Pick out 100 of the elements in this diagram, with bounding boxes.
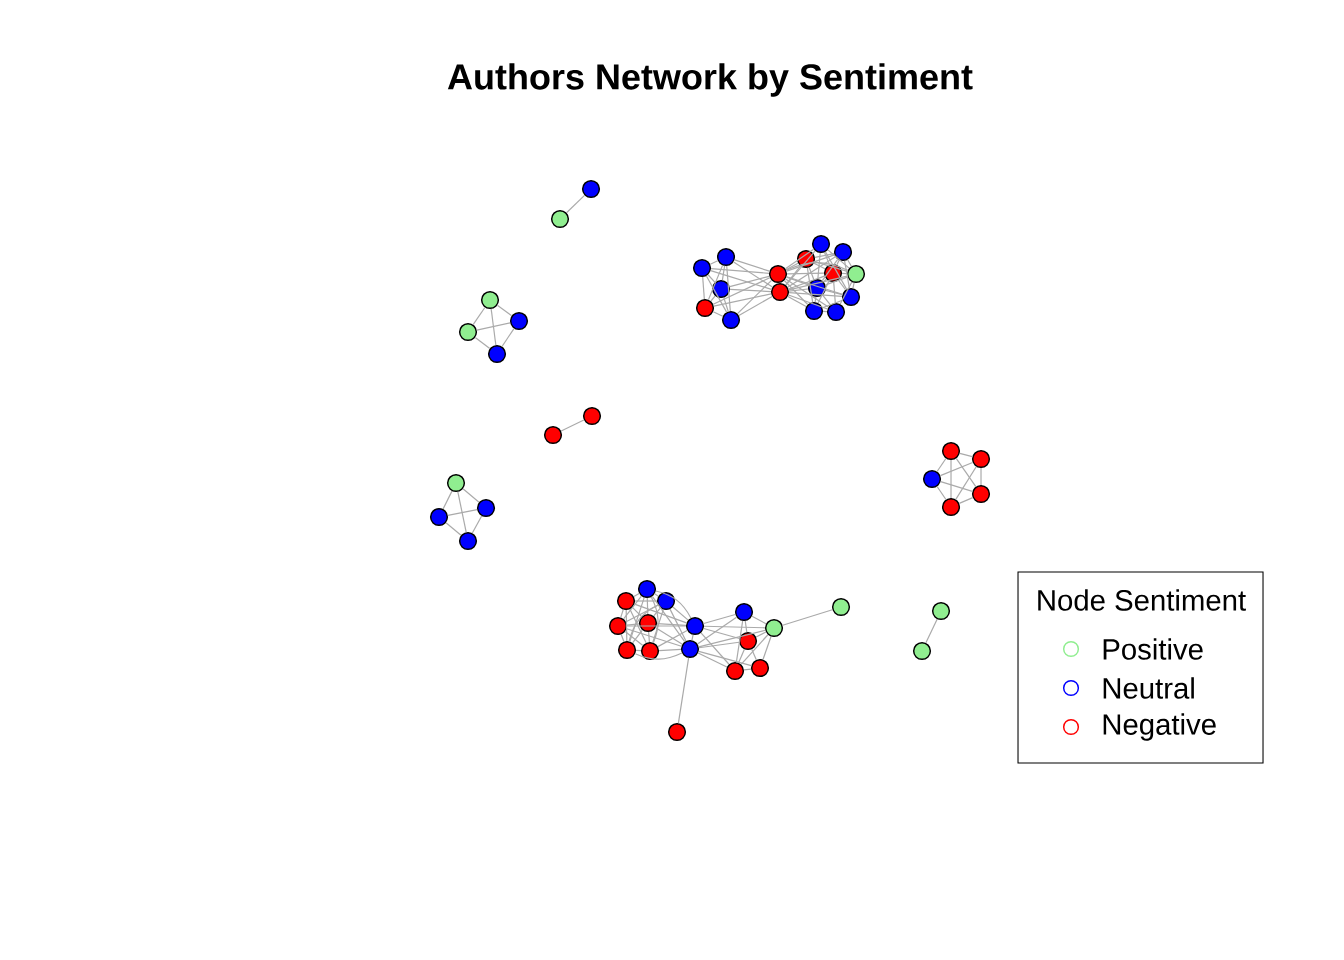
network-edge xyxy=(955,457,977,488)
network-edge xyxy=(698,650,752,667)
network-edge xyxy=(788,275,848,291)
network-edge xyxy=(936,457,947,473)
network-node xyxy=(480,290,500,310)
network-edge xyxy=(755,631,767,638)
network-edge xyxy=(634,600,658,602)
network-edge xyxy=(852,282,855,289)
network-node xyxy=(692,258,712,278)
network-node xyxy=(764,618,784,638)
network-edge xyxy=(841,272,848,275)
network-node xyxy=(667,722,687,742)
network-edge xyxy=(783,279,809,306)
network-node xyxy=(429,507,449,527)
network-edge xyxy=(787,256,836,288)
network-edge xyxy=(620,609,624,618)
network-edge xyxy=(623,595,642,620)
network-node xyxy=(796,249,816,269)
network-edge xyxy=(736,279,773,315)
legend-label: Neutral xyxy=(1103,677,1194,699)
network-edge xyxy=(634,652,683,660)
network-node xyxy=(476,498,496,518)
network-edge xyxy=(646,597,649,615)
network-node xyxy=(550,209,570,229)
network-node xyxy=(509,311,529,331)
network-edge xyxy=(447,509,478,516)
network-node xyxy=(543,425,563,445)
network-edge xyxy=(698,641,740,649)
network-edge xyxy=(710,295,716,302)
network-edge xyxy=(712,277,771,305)
network-edge xyxy=(658,648,682,652)
network-edge xyxy=(784,248,815,270)
network-edge xyxy=(624,631,644,647)
network-edge xyxy=(721,265,726,281)
network-edge xyxy=(729,288,772,293)
network-node xyxy=(616,591,636,611)
network-edge xyxy=(705,275,728,313)
network-edge xyxy=(787,275,826,290)
network-edge xyxy=(703,625,766,629)
network-edge xyxy=(696,616,738,645)
network-edge xyxy=(787,294,829,310)
network-edge xyxy=(785,276,810,286)
network-edge xyxy=(707,264,724,301)
network-edge xyxy=(657,629,688,648)
network-node xyxy=(734,602,754,622)
network-edge xyxy=(980,467,982,486)
network-node xyxy=(738,631,758,651)
network-edge xyxy=(950,459,952,499)
network-edge xyxy=(501,327,515,348)
network-edge xyxy=(762,635,772,661)
network-edge xyxy=(940,481,973,492)
network-node xyxy=(656,591,676,611)
network-edge xyxy=(629,597,645,642)
network-edge xyxy=(565,194,586,214)
network-edge xyxy=(786,254,836,272)
network-node xyxy=(487,344,507,364)
network-edge xyxy=(651,595,686,643)
network-edge xyxy=(490,308,497,346)
network-edge xyxy=(813,262,826,270)
network-edge xyxy=(709,260,719,265)
network-edge xyxy=(712,311,724,317)
network-edge xyxy=(785,261,849,271)
network-edge xyxy=(786,276,843,295)
network-edge xyxy=(650,596,659,644)
network-edge xyxy=(669,608,687,642)
legend-title: Node Sentiment xyxy=(1038,589,1246,611)
network-node xyxy=(941,441,961,461)
network-node xyxy=(768,264,788,284)
network-node xyxy=(446,473,466,493)
network-node xyxy=(608,616,628,636)
network-edge xyxy=(839,281,853,305)
network-edge xyxy=(821,299,844,309)
network-node xyxy=(617,640,637,660)
network-edge xyxy=(633,592,640,598)
network-node xyxy=(922,469,942,489)
network-node xyxy=(912,641,932,661)
network-edge xyxy=(740,634,769,665)
network-node xyxy=(770,282,790,302)
network-edge xyxy=(631,606,643,618)
network-node xyxy=(841,287,861,307)
network-node xyxy=(971,484,991,504)
network-edge xyxy=(625,609,628,642)
network-node xyxy=(685,616,705,636)
network-edge xyxy=(626,623,640,626)
network-node xyxy=(582,406,602,426)
network-node xyxy=(640,641,660,661)
network-edge xyxy=(788,288,809,292)
network-node xyxy=(458,531,478,551)
network-edge xyxy=(472,306,486,326)
network-edge xyxy=(824,251,848,290)
network-edge xyxy=(702,276,705,300)
network-edge xyxy=(626,625,687,627)
network-edge xyxy=(652,609,664,643)
network-edge xyxy=(817,252,821,280)
legend-label: Positive xyxy=(1103,638,1203,660)
network-edge xyxy=(936,485,947,501)
network-edge xyxy=(821,258,839,282)
network-node xyxy=(804,301,824,321)
network-edge xyxy=(632,629,644,644)
network-node xyxy=(725,661,745,681)
